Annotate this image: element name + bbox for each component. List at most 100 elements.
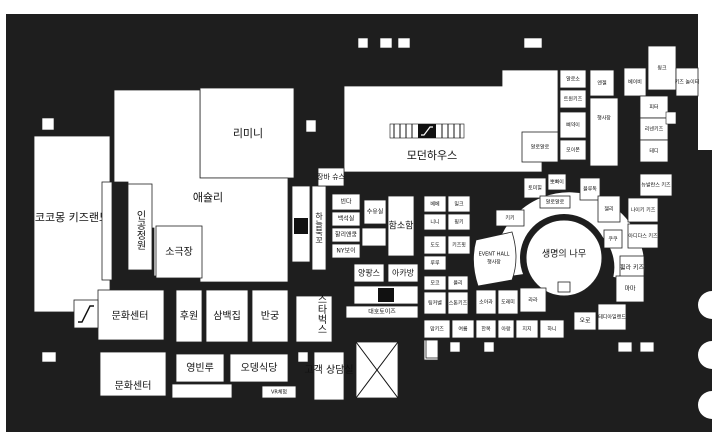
store-label: 알로알로 [531,144,550,151]
tree-of-life[interactable]: 생명의 나무 [542,249,586,293]
stairs-icon [557,281,571,293]
store-label: 한복 [481,327,491,333]
store-yangpanse[interactable]: 양팡스 [353,263,385,283]
store-label: 니니 [430,219,439,226]
event-hall[interactable]: EVENT HALL 행사장 [473,231,517,287]
store-label: VR체험 [271,389,287,396]
store-label: 트윈키즈 [564,96,583,103]
store-label: 쿠쿠 [608,237,618,243]
store-jangbaru[interactable]: 장바 슈스 [317,167,346,187]
store-label: 젤리 [604,206,613,213]
store-label: 하니 [547,326,556,333]
store-label: 함소함 [389,221,414,232]
store-label: 키키 [505,215,514,222]
store-label: 토미힐 [528,185,542,192]
store-akabang[interactable]: 아카방 [387,263,419,283]
store-modern-house[interactable]: 모던하우스 [343,69,559,173]
store-label: 하늘북꼬 [314,211,323,244]
escalator-icon [294,218,308,234]
edge-notch [698,291,720,319]
edge-notch [698,391,720,419]
store-label: 폴리 [453,280,462,287]
store-label: NY보이 [336,247,355,255]
store-label: EVENT HALL [479,252,510,258]
corridor-block [101,181,113,281]
store-label: 오뎅식당 [241,362,278,374]
store-label: 엔젤 [597,80,607,87]
store-bangung[interactable]: 반궁 [251,289,289,343]
store-sambaekjip[interactable]: 삼백집 [205,289,249,343]
store-vr[interactable] [261,385,297,399]
escalator [171,383,233,399]
store-starbucks[interactable]: 스타벅스 [295,294,333,343]
store-label: 핑키 [454,219,463,226]
store-label: 모이몬 [566,147,580,154]
store-label: 여름 [458,326,468,333]
store-label: 문화센터 [115,380,152,392]
store-label: 장바 슈스 [317,172,346,181]
store-baekseol[interactable]: 백석실 [331,211,361,227]
store-halla[interactable]: 하늘북꼬 [311,185,327,271]
store-label: 키즈 놀이터 [675,79,700,86]
store-label: 문화센터 [112,310,149,322]
store-ode-restaurant[interactable]: 오뎅식당 [229,353,289,383]
store-limini[interactable]: 리미니 [199,87,295,179]
void-area [355,341,399,399]
store-label: 도레미 [501,299,515,306]
store-label: 피터 [649,104,658,111]
store-label: 키즈핏 [452,242,466,249]
store-label: 소극장 [165,246,193,258]
escalator-icon [378,288,394,302]
bottom-small [425,339,655,359]
kids-grid: 베베 밀크 니니 핑키 도도 키즈핏 루루 모코 폴리 팅커벨 스톤키즈 맘키즈… [423,195,565,361]
store-label: 모던하우스 [407,148,458,162]
store-label: 영빈루 [186,362,214,374]
store-label: 맘키즈 [430,326,444,333]
store-label: 나이키 키즈 [631,207,656,214]
store-hermiyo[interactable]: 할리앤쿵 [331,227,361,243]
store-label: 알로소 [566,76,580,83]
store-huwon[interactable]: 후원 [175,289,203,343]
store-culture-center-1[interactable]: 문화센터 [97,289,165,341]
store-nyboys[interactable]: NY보이 [331,243,361,259]
store-label: 삐약이 [566,122,580,129]
store-binda[interactable]: 빈다 [331,193,361,211]
store-label: 라라 [528,297,538,304]
store-label: 수유실 [367,208,384,216]
store-label: 뉴발란스 키즈 [641,182,671,189]
store-label: 도도 [430,243,440,249]
store-suyeon[interactable]: 수유실 [363,199,387,225]
escalator-stripes [393,124,461,138]
store-label: 밀크 [454,201,464,208]
store-label: 베이비 [628,79,642,86]
store-label: 리넨키즈 [645,126,664,133]
store-label: 아카방 [392,268,415,278]
store-label: 팅커벨 [428,300,442,307]
store-label: 윙크 [657,65,667,72]
store-daehotois[interactable]: 대호토이즈 [345,305,419,319]
store-label: 오로 [579,318,591,325]
store-label: 블루독 [583,186,597,193]
store-label: 아디다스 키즈 [628,233,658,240]
store-label: 아랑 [501,326,511,333]
store-small-theater[interactable]: 소극장 [155,225,203,279]
store-yeongbinru[interactable]: 영빈루 [175,353,225,383]
store-kokomong[interactable]: 코코몽 키즈랜드 [33,135,111,313]
store-customer-service[interactable]: 고객 상담실 [304,351,354,401]
store-label: 백석실 [338,215,355,223]
store-hamsoham[interactable]: 함소함 [387,195,415,257]
store-label: 행사장 [487,259,501,266]
escalator-icon [78,305,94,323]
store-label: 소아과 [479,299,493,306]
store-label: 알로알로 [546,199,565,206]
store-indoor-garden: 인공정원 [127,183,153,271]
facility-icons [41,37,677,363]
store-label: 마마 [624,285,636,293]
store-label: 인공정원 [134,210,146,250]
escalator-icon [421,126,433,136]
store-culture-center-2[interactable]: 문화센터 [99,351,167,397]
escalator [361,227,387,247]
store-label: 베베 [430,201,440,208]
store-label: 후원 [180,310,198,322]
store-label: 테디아일랜드 [598,314,626,321]
